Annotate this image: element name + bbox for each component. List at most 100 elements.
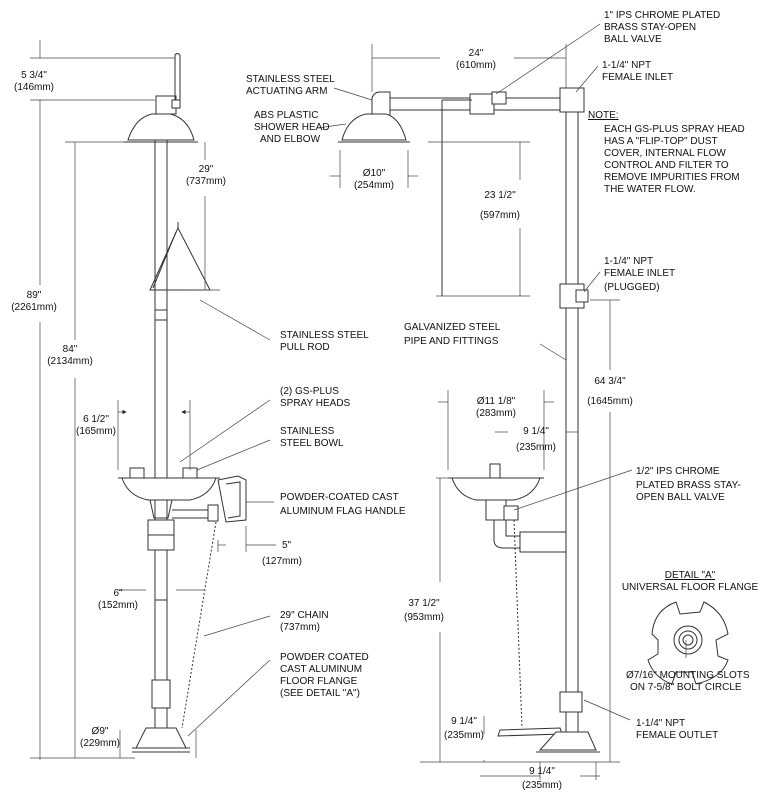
dim-152mm: (152mm) bbox=[97, 600, 138, 611]
spray-heads-label-1: (2) GS-PLUS bbox=[280, 386, 339, 397]
chain-side bbox=[513, 519, 523, 729]
dim-235mm-top: (235mm) bbox=[515, 442, 556, 453]
floor-flange-label-1: POWDER COATED bbox=[280, 652, 369, 663]
dim-2261mm: (2261mm) bbox=[11, 302, 57, 313]
dim-737mm: (737mm) bbox=[185, 176, 226, 187]
main-pipe bbox=[154, 118, 168, 738]
detail-a-subtitle: UNIVERSAL FLOOR FLANGE bbox=[621, 582, 759, 593]
dim-24: 24" bbox=[468, 48, 484, 59]
dimension-lines bbox=[30, 23, 687, 780]
ball-valve-label-1: 1" IPS CHROME PLATED bbox=[604, 10, 721, 21]
dim-10-diameter: Ø10" bbox=[362, 168, 386, 179]
half-valve-label-2: PLATED BRASS STAY- bbox=[636, 480, 741, 491]
dim-283mm: (283mm) bbox=[475, 408, 516, 419]
flag-handle-label-2: ALUMINUM FLAG HANDLE bbox=[280, 506, 406, 517]
pull-rod-label-2: PULL ROD bbox=[280, 342, 330, 353]
dim-64-3-4: 64 3/4" bbox=[594, 376, 626, 387]
dim-229mm: (229mm) bbox=[79, 738, 120, 749]
dim-9-1-4-middle: 9 1/4" bbox=[451, 716, 477, 727]
flag-handle-label-1: POWDER-COATED CAST bbox=[280, 492, 399, 503]
note-line-2: HAS A "FLIP-TOP" DUST bbox=[604, 136, 718, 147]
dim-9-1-4-top: 9 1/4" bbox=[523, 426, 549, 437]
chain-label-1: 29" CHAIN bbox=[280, 610, 329, 621]
chain-label-2: (737mm) bbox=[280, 622, 321, 633]
shower-head-side bbox=[338, 113, 410, 143]
dim-1645mm: (1645mm) bbox=[587, 396, 633, 407]
floor-flange-front bbox=[132, 679, 190, 753]
pipe-label-1: GALVANIZED STEEL bbox=[404, 322, 501, 333]
shower-head-front bbox=[124, 53, 198, 143]
dim-127mm: (127mm) bbox=[262, 556, 303, 567]
shower-head-label-2: SHOWER HEAD bbox=[254, 122, 330, 133]
ball-valve-label-3: BALL VALVE bbox=[604, 34, 662, 45]
inlet-label-1: 1-1/4" NPT bbox=[602, 60, 652, 71]
detail-a-title: DETAIL "A" bbox=[664, 570, 716, 581]
side-main-pipe bbox=[559, 87, 589, 732]
side-view bbox=[338, 87, 600, 753]
actuating-arm-label-1: STAINLESS STEEL bbox=[246, 74, 335, 85]
horizontal-arm bbox=[371, 91, 560, 117]
note-line-6: THE WATER FLOW. bbox=[604, 184, 696, 195]
note-title: NOTE: bbox=[588, 110, 619, 121]
ball-valve-label-2: BRASS STAY-OPEN bbox=[604, 22, 697, 33]
foot-treadle bbox=[497, 727, 563, 737]
half-valve-label-3: OPEN BALL VALVE bbox=[636, 492, 725, 503]
eyewash-bowl-side bbox=[448, 463, 567, 553]
actuating-rod-side bbox=[441, 99, 472, 296]
spray-heads-label-2: SPRAY HEADS bbox=[280, 398, 351, 409]
chain-front bbox=[181, 521, 217, 729]
dim-5: 5" bbox=[282, 540, 292, 551]
mounting-slots-label-1: Ø7/16" MOUNTING SLOTS bbox=[626, 670, 750, 681]
note-line-4: CONTROL AND FILTER TO bbox=[604, 160, 729, 171]
dim-89: 89" bbox=[26, 290, 42, 301]
pipe-label-2: PIPE AND FITTINGS bbox=[404, 336, 499, 347]
dim-165mm: (165mm) bbox=[75, 426, 116, 437]
dim-6-1-2: 6 1/2" bbox=[83, 414, 109, 425]
note-line-5: REMOVE IMPURITIES FROM bbox=[604, 172, 740, 183]
dim-235mm-bottom: (235mm) bbox=[521, 780, 562, 791]
floor-flange-label-4: (SEE DETAIL "A") bbox=[280, 688, 360, 699]
plugged-inlet-label-3: (PLUGGED) bbox=[604, 282, 660, 293]
floor-flange-label-3: FLOOR FLANGE bbox=[280, 676, 358, 687]
front-view bbox=[118, 53, 247, 753]
dim-146mm: (146mm) bbox=[13, 82, 54, 93]
dim-610mm: (610mm) bbox=[455, 60, 496, 71]
dim-84: 84" bbox=[62, 344, 78, 355]
eyewash-bowl-front bbox=[118, 467, 220, 519]
shower-head-label-1: ABS PLASTIC bbox=[254, 110, 319, 121]
plugged-inlet-label-1: 1-1/4" NPT bbox=[604, 256, 654, 267]
dim-9-diameter: Ø9" bbox=[91, 726, 109, 737]
outlet-label-2: FEMALE OUTLET bbox=[636, 730, 719, 741]
mounting-slots-label-2: ON 7-5/8" BOLT CIRCLE bbox=[630, 682, 742, 693]
bowl-label-2: STEEL BOWL bbox=[280, 438, 344, 449]
bowl-label-1: STAINLESS bbox=[280, 426, 335, 437]
pull-rod-label-1: STAINLESS STEEL bbox=[280, 330, 369, 341]
dim-254mm: (254mm) bbox=[353, 180, 394, 191]
dim-235mm-middle: (235mm) bbox=[443, 730, 484, 741]
shower-head-label-3: AND ELBOW bbox=[260, 134, 321, 145]
dim-9-1-4-bottom: 9 1/4" bbox=[529, 766, 555, 777]
floor-flange-label-2: CAST ALUMINUM bbox=[280, 664, 363, 675]
plugged-inlet-label-2: FEMALE INLET bbox=[604, 268, 676, 279]
dim-2134mm: (2134mm) bbox=[47, 356, 93, 367]
pull-rod-triangle bbox=[149, 222, 211, 291]
flag-handle-front bbox=[147, 475, 247, 551]
detail-a-flange bbox=[647, 601, 729, 685]
dim-953mm: (953mm) bbox=[403, 612, 444, 623]
note-line-3: COVER, INTERNAL FLOW bbox=[604, 148, 726, 159]
dim-29: 29" bbox=[198, 164, 214, 175]
note-line-1: EACH GS-PLUS SPRAY HEAD bbox=[604, 124, 745, 135]
dim-597mm: (597mm) bbox=[479, 210, 520, 221]
dim-37-1-2: 37 1/2" bbox=[408, 598, 440, 609]
outlet-label-1: 1-1/4" NPT bbox=[636, 718, 686, 729]
dim-23-1-2: 23 1/2" bbox=[484, 190, 516, 201]
half-valve-label-1: 1/2" IPS CHROME bbox=[636, 466, 720, 477]
dim-6: 6" bbox=[113, 588, 123, 599]
inlet-label-2: FEMALE INLET bbox=[602, 72, 674, 83]
actuating-arm-label-2: ACTUATING ARM bbox=[246, 86, 328, 97]
floor-flange-side bbox=[536, 731, 600, 753]
dim-5-3-4: 5 3/4" bbox=[21, 70, 47, 81]
dim-11-1-8-diameter: Ø11 1/8" bbox=[476, 396, 516, 407]
